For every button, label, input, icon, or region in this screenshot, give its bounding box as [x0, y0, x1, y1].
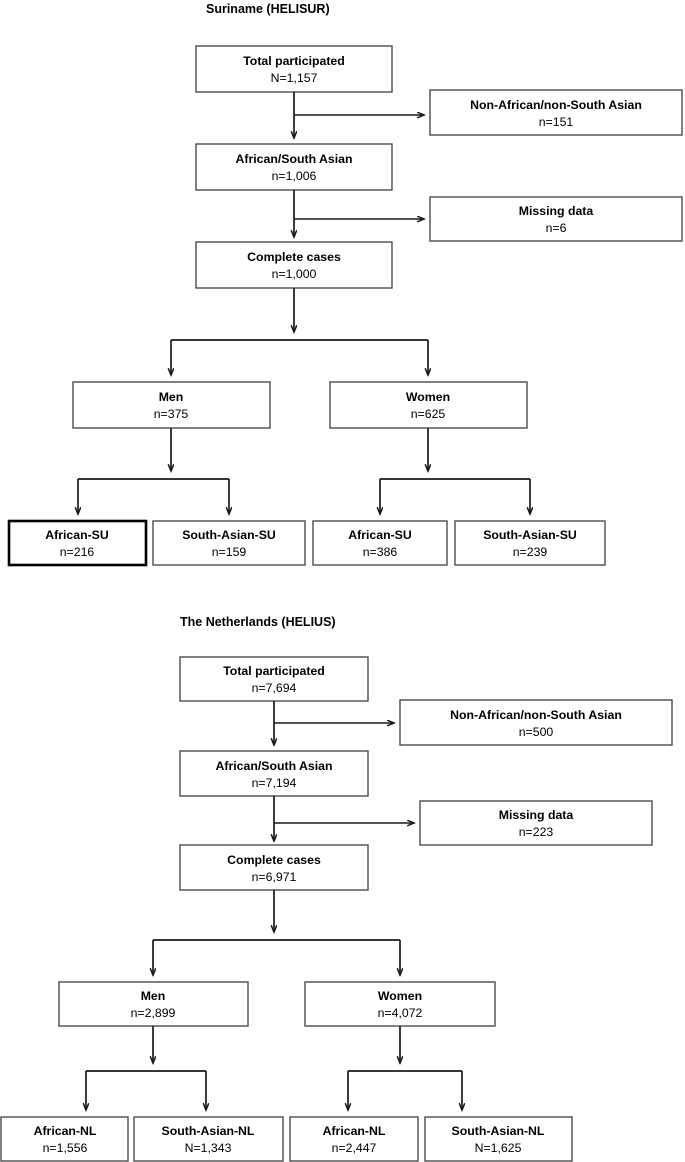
box-outline — [429, 196, 683, 242]
chart-title-helisur: Suriname (HELISUR) — [206, 2, 330, 16]
node-count: n=1,006 — [272, 169, 317, 183]
node-label: Complete cases — [247, 250, 341, 264]
node-count: n=500 — [519, 725, 554, 739]
node-men-nl: Men n=2,899 — [58, 981, 249, 1027]
node-label: South-Asian-NL — [452, 1124, 545, 1138]
box-outline — [179, 750, 369, 797]
node-women-south-asian-su: South-Asian-SU n=239 — [454, 520, 606, 566]
node-count: N=1,625 — [475, 1141, 522, 1155]
node-count: n=6,971 — [252, 870, 297, 884]
node-count: n=216 — [60, 545, 95, 559]
node-men-su: Men n=375 — [72, 381, 271, 429]
node-missing-data-nl: Missing data n=223 — [419, 800, 653, 846]
node-label: South-Asian-SU — [182, 528, 276, 542]
node-label: Missing data — [519, 204, 594, 218]
box-outline — [399, 699, 673, 746]
node-count: n=2,899 — [131, 1006, 176, 1020]
box-outline — [454, 520, 606, 566]
node-count: n=625 — [411, 407, 446, 421]
box-outline — [0, 1116, 129, 1162]
box-outline — [289, 1116, 419, 1162]
node-men-african-nl: African-NL n=1,556 — [0, 1116, 129, 1162]
node-complete-cases-su: Complete cases n=1,000 — [195, 241, 393, 289]
box-outline — [7, 519, 148, 567]
node-label: Total participated — [243, 54, 345, 68]
box-outline — [195, 45, 393, 93]
node-count: n=1,000 — [272, 267, 317, 281]
node-label: African-NL — [323, 1124, 386, 1138]
node-men-african-su: African-SU n=216 — [7, 519, 148, 567]
node-count: n=239 — [513, 545, 548, 559]
node-women-south-asian-nl: South-Asian-NL N=1,625 — [424, 1116, 573, 1162]
box-outline — [424, 1116, 573, 1162]
node-count: n=1,556 — [43, 1141, 88, 1155]
box-outline — [429, 89, 683, 136]
node-count: n=2,447 — [332, 1141, 377, 1155]
node-label: Complete cases — [227, 853, 321, 867]
box-outline — [419, 800, 653, 846]
node-eligible-nl: African/South Asian n=7,194 — [179, 750, 369, 797]
node-women-african-su: African-SU n=386 — [312, 520, 448, 566]
box-outline — [72, 381, 271, 429]
node-women-african-nl: African-NL n=2,447 — [289, 1116, 419, 1162]
node-total-participated-su: Total participated N=1,157 — [195, 45, 393, 93]
box-outline — [329, 381, 528, 429]
node-label: African-NL — [34, 1124, 97, 1138]
node-count: n=223 — [519, 825, 554, 839]
node-eligible-su: African/South Asian n=1,006 — [195, 143, 393, 191]
node-label: South-Asian-NL — [162, 1124, 255, 1138]
node-label: Missing data — [499, 808, 574, 822]
node-complete-cases-nl: Complete cases n=6,971 — [179, 844, 369, 891]
node-label: African-SU — [348, 528, 412, 542]
node-excluded-ethnicity-nl: Non-African/non-South Asian n=500 — [399, 699, 673, 746]
node-label: Non-African/non-South Asian — [450, 708, 622, 722]
node-label: African/South Asian — [235, 152, 352, 166]
node-excluded-ethnicity-su: Non-African/non-South Asian n=151 — [429, 89, 683, 136]
chart-title-helius: The Netherlands (HELIUS) — [180, 615, 336, 629]
box-outline — [195, 241, 393, 289]
box-outline — [179, 844, 369, 891]
node-label: Total participated — [223, 664, 325, 678]
box-outline — [133, 1116, 284, 1162]
node-men-south-asian-nl: South-Asian-NL N=1,343 — [133, 1116, 284, 1162]
box-outline — [179, 656, 369, 702]
node-missing-data-su: Missing data n=6 — [429, 196, 683, 242]
box-outline — [304, 981, 496, 1027]
node-count: N=1,157 — [271, 71, 318, 85]
node-total-participated-nl: Total participated n=7,694 — [179, 656, 369, 702]
node-men-south-asian-su: South-Asian-SU n=159 — [152, 520, 306, 566]
node-count: n=7,194 — [252, 776, 297, 790]
node-label: Women — [378, 989, 422, 1003]
box-outline — [195, 143, 393, 191]
node-count: n=6 — [546, 221, 567, 235]
chart-helius: The Netherlands (HELIUS) Total participa… — [0, 615, 673, 1162]
node-label: African/South Asian — [215, 759, 332, 773]
box-outline — [152, 520, 306, 566]
chart-helisur: Suriname (HELISUR) Total participated N=… — [7, 2, 683, 567]
node-count: n=386 — [363, 545, 398, 559]
node-label: Non-African/non-South Asian — [470, 98, 642, 112]
node-label: Women — [406, 390, 450, 404]
node-count: n=375 — [154, 407, 189, 421]
node-women-nl: Women n=4,072 — [304, 981, 496, 1027]
node-label: South-Asian-SU — [483, 528, 577, 542]
node-count: n=4,072 — [378, 1006, 423, 1020]
node-label: Men — [141, 989, 166, 1003]
box-outline — [58, 981, 249, 1027]
box-outline — [312, 520, 448, 566]
node-label: African-SU — [45, 528, 109, 542]
node-count: n=159 — [212, 545, 247, 559]
node-count: n=151 — [539, 115, 574, 129]
node-label: Men — [159, 390, 184, 404]
node-count: N=1,343 — [185, 1141, 232, 1155]
node-women-su: Women n=625 — [329, 381, 528, 429]
node-count: n=7,694 — [252, 681, 297, 695]
